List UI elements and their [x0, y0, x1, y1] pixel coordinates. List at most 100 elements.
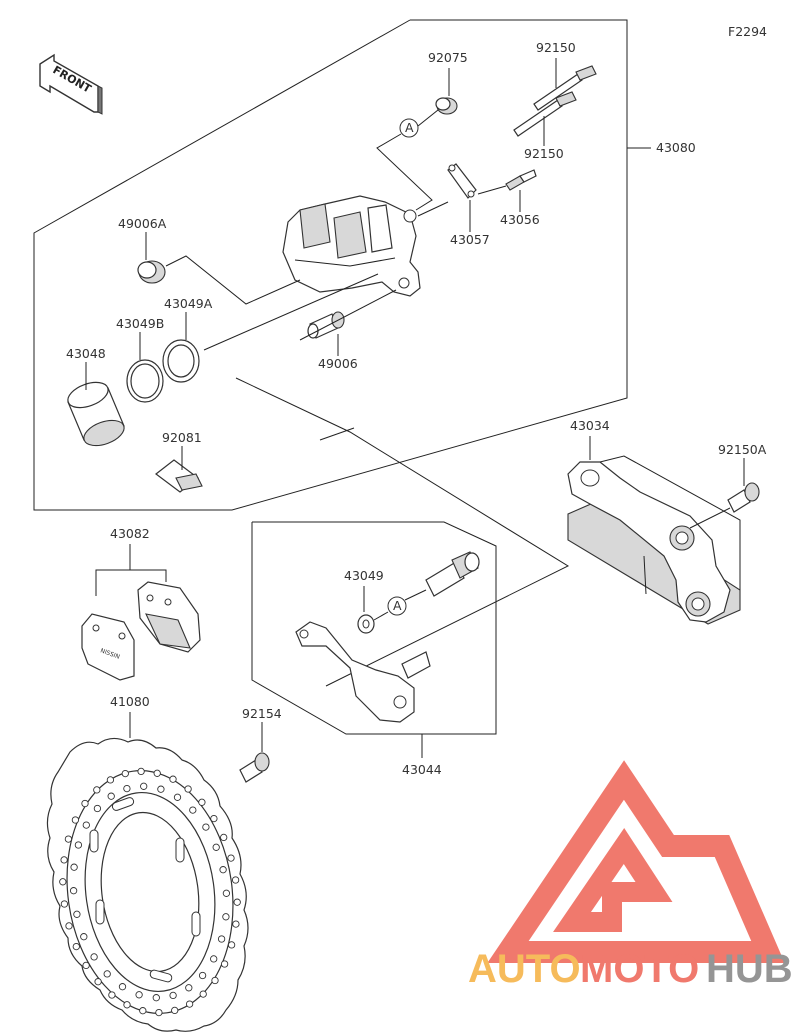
- front-arrow-icon: FRONT: [39, 53, 103, 115]
- disc-drill-hole: [70, 863, 78, 871]
- disc-drill-hole: [59, 878, 67, 886]
- bolt-92150A: [727, 482, 760, 513]
- label-43044: 43044: [402, 762, 442, 777]
- disc-drill-hole: [184, 785, 192, 793]
- disc-drill-hole: [199, 990, 207, 998]
- torque-bracket-43034: [567, 455, 741, 625]
- brake-pad-right: [137, 581, 201, 653]
- disc-drill-hole: [212, 843, 220, 851]
- logo-word-hub: HUB: [706, 947, 793, 991]
- disc-drill-hole: [198, 798, 206, 806]
- bolt-92154: [239, 752, 270, 783]
- disc-drill-hole: [219, 866, 227, 874]
- disc-drill-hole: [82, 961, 90, 970]
- bolt-49006: [307, 311, 345, 339]
- disc-drill-hole: [173, 793, 182, 801]
- disc-drill-hole: [227, 941, 236, 949]
- label-92150A: 92150A: [718, 442, 767, 457]
- label-92075: 92075: [428, 50, 468, 65]
- label-43056: 43056: [500, 212, 540, 227]
- disc-drill-hole: [69, 887, 78, 895]
- disc-drill-hole: [121, 769, 129, 778]
- disc-drill-hole: [106, 776, 115, 784]
- label-43080: 43080: [656, 140, 696, 155]
- bleeder-43056: [505, 169, 537, 191]
- disc-drill-hole: [65, 922, 73, 930]
- disc-drill-hole: [231, 876, 240, 884]
- disc-drill-hole: [155, 1008, 163, 1017]
- disc-drill-hole: [137, 767, 145, 776]
- automotohub-logo: AUTO MOTO HUB: [468, 760, 793, 991]
- boot-49006A: [137, 260, 166, 284]
- brake-pad-left: NISSIN: [81, 613, 135, 681]
- disc-drill-hole: [189, 806, 197, 814]
- label-49006A: 49006A: [118, 216, 167, 231]
- logo-word-auto: AUTO: [468, 947, 581, 991]
- disc-drill-hole: [222, 913, 230, 921]
- disc-drill-hole: [210, 814, 218, 823]
- disc-drill-hole: [90, 953, 98, 961]
- disc-drill-hole: [140, 782, 148, 790]
- logo-word-moto: MOTO: [580, 947, 699, 991]
- disc-drill-hole: [72, 942, 80, 951]
- disc-drill-hole: [107, 792, 115, 800]
- disc-drill-hole: [185, 984, 193, 992]
- disc-drill-hole: [152, 994, 160, 1002]
- pad-spring-92081: [155, 459, 203, 493]
- callout-a-top: A: [405, 120, 414, 135]
- disc-drill-hole: [222, 889, 231, 897]
- disc-drill-hole: [135, 991, 143, 999]
- label-92154: 92154: [242, 706, 282, 721]
- label-49006: 49006: [318, 356, 358, 371]
- bracket-assembly-frame: [251, 521, 497, 735]
- callout-a-bottom: A: [393, 598, 402, 613]
- label-43049: 43049: [344, 568, 384, 583]
- disc-drill-hole: [202, 823, 210, 831]
- seal-92075: [435, 97, 458, 115]
- disc-drill-hole: [169, 775, 177, 783]
- label-92150-top: 92150: [536, 40, 576, 55]
- disc-drill-hole: [233, 898, 241, 906]
- disc-drill-hole: [94, 978, 102, 986]
- disc-drill-hole: [93, 804, 102, 813]
- label-92150-bottom: 92150: [524, 146, 564, 161]
- disc-drill-hole: [169, 991, 177, 1000]
- disc-drill-hole: [71, 816, 80, 824]
- caliper-assembly-frame: [33, 19, 628, 511]
- disc-drill-hole: [232, 920, 240, 928]
- disc-drill-hole: [153, 769, 161, 777]
- disc-drill-hole: [81, 799, 89, 808]
- seal-43049A: [162, 339, 200, 383]
- disc-drill-hole: [171, 1006, 179, 1015]
- brake-disc-41080: [46, 737, 249, 1032]
- label-41080: 41080: [110, 694, 150, 709]
- disc-drill-hole: [74, 841, 83, 849]
- disc-drill-hole: [60, 856, 68, 864]
- disc-drill-hole: [210, 955, 218, 963]
- disc-drill-hole: [123, 1001, 131, 1009]
- label-43049A: 43049A: [164, 296, 213, 311]
- label-92081: 92081: [162, 430, 202, 445]
- label-43057: 43057: [450, 232, 490, 247]
- disc-drill-hole: [60, 900, 69, 908]
- disc-drill-hole: [82, 821, 90, 829]
- disc-drill-hole: [64, 835, 73, 843]
- washer-43049: [357, 614, 375, 634]
- disc-drill-hole: [198, 971, 207, 980]
- slide-pin: [425, 551, 480, 597]
- disc-drill-hole: [108, 991, 116, 999]
- disc-drill-hole: [220, 833, 228, 842]
- label-43082: 43082: [110, 526, 150, 541]
- disc-drill-hole: [139, 1007, 147, 1015]
- disc-drill-hole: [118, 983, 127, 991]
- disc-drill-hole: [157, 785, 165, 793]
- label-43049B: 43049B: [116, 316, 164, 331]
- caliper-bracket-plate: [295, 621, 431, 723]
- pin-92150-top: [533, 65, 597, 111]
- label-43048: 43048: [66, 346, 106, 361]
- disc-drill-hole: [185, 1000, 194, 1008]
- disc-drill-hole: [73, 910, 81, 918]
- disc-drill-hole: [103, 970, 111, 978]
- label-43034: 43034: [570, 418, 610, 433]
